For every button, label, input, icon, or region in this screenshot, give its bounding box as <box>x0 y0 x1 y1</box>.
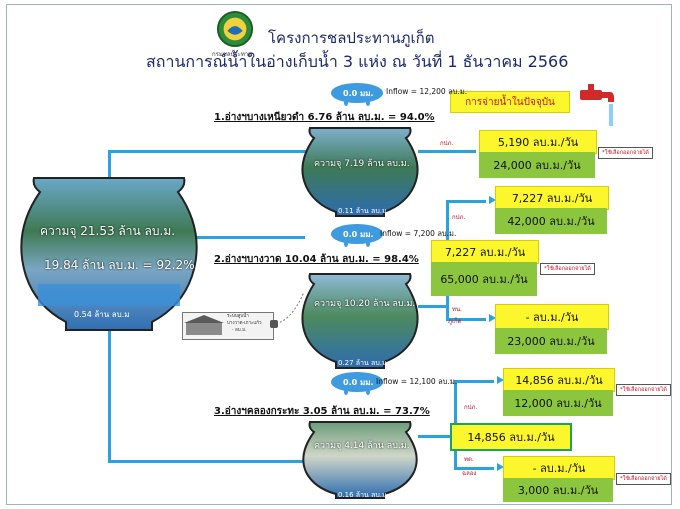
pipe-connector-icon <box>270 291 305 328</box>
r3-green-box-1: 12,000 ลบ.ม./วัน <box>503 390 613 416</box>
rain-cloud-icon <box>331 224 383 247</box>
r3-capacity: ความจุ 4.14 ล้าน ลบ.ม. <box>314 441 410 451</box>
r2-reservoir-pot <box>301 273 419 369</box>
main-bottom-label: 0.54 ล้าน ลบ.ม <box>74 310 130 319</box>
arrow-icon <box>489 196 496 204</box>
r2-rain: 0.0 มม. <box>343 230 374 239</box>
r2-capacity: ความจุ 10.20 ล้าน ลบ.ม. <box>314 299 416 309</box>
main-storage-label: 19.84 ล้าน ลบ.ม. = 92.2% <box>44 258 195 272</box>
r3-route2-label-a: ทต. <box>464 456 474 463</box>
r1-green-box: 24,000 ลบ.ม./วัน <box>479 152 595 178</box>
pump-building-icon <box>184 315 224 335</box>
r2-route2-label-b: ภูเก็ต <box>448 318 462 325</box>
r2-green-box-mid: 65,000 ลบ.ม./วัน <box>431 262 537 296</box>
arrow-icon <box>489 314 496 322</box>
current-release-label: การจ่ายน้ำในปัจจุบัน <box>450 91 570 113</box>
r2-badge: *ใช้เลือกออกจ่ายได้ <box>540 263 595 275</box>
r2-inflow: Inflow = 7,200 ลบ.ม. <box>380 229 457 238</box>
out-line-1 <box>418 150 476 153</box>
r2-green-box-2: 23,000 ลบ.ม./วัน <box>495 328 607 354</box>
plant-line2: บางวาด-เกาะแก้ว <box>227 321 262 326</box>
out-line-3 <box>418 435 456 438</box>
rain-cloud-icon <box>331 83 383 106</box>
r1-badge: *ใช้เลือกออกจ่ายได้ <box>598 147 653 159</box>
out-line-3b <box>454 467 494 470</box>
r2-route1-label: กปภ. <box>452 214 466 221</box>
r2-yellow-box-mid: 7,227 ลบ.ม./วัน <box>431 240 539 264</box>
water-tap-icon <box>580 84 614 126</box>
title-line2: สถานการณ์น้ำในอ่างเก็บน้ำ 3 แห่ง ณ วันที… <box>146 52 569 71</box>
r2-yellow-box-2: - ลบ.ม./วัน <box>495 304 609 330</box>
r3-route2-label-b: ฉลอง <box>462 470 477 477</box>
r3-badge-2: *ใช้เลือกออกจ่ายได้ <box>616 473 671 485</box>
r3-header: 3.อ่างฯคลองกระทะ 3.05 ล้าน ลบ.ม. = 73.7% <box>214 406 430 417</box>
title-line1: โครงการชลประทานภูเก็ต <box>268 29 435 47</box>
rain-cloud-icon <box>331 372 383 395</box>
r2-route2-label-a: ทน. <box>452 306 462 313</box>
org-caption: กรมชลประทาน <box>212 51 253 58</box>
arrow-icon <box>497 463 504 471</box>
r2-bottom: 0.27 ล้าน ลบ.ม <box>338 359 387 367</box>
plant-line1: ระบบสูบน้ำ <box>227 314 249 319</box>
rid-logo-icon <box>216 10 254 48</box>
r3-route1-label: กปภ. <box>464 404 478 411</box>
r3-bottom: 0.16 ล้าน ลบ.ม <box>338 491 387 499</box>
branch-line-2 <box>185 236 305 239</box>
r1-capacity: ความจุ 7.19 ล้าน ลบ.ม. <box>314 159 410 169</box>
branch-line-3 <box>108 460 308 463</box>
main-capacity-label: ความจุ 21.53 ล้าน ลบ.ม. <box>40 224 176 238</box>
out-line-2b <box>446 318 486 321</box>
out-line-2a <box>446 200 486 203</box>
branch-line-1 <box>108 150 306 153</box>
r2-green-box-1: 42,000 ลบ.ม./วัน <box>495 208 607 234</box>
r3-reservoir-pot <box>302 421 418 499</box>
r3-yellow-box-2: - ลบ.ม./วัน <box>503 456 615 480</box>
r1-route-label: กปภ. <box>440 140 454 147</box>
r2-yellow-box-1: 7,227 ลบ.ม./วัน <box>495 186 609 210</box>
r3-rain: 0.0 มม. <box>343 378 374 387</box>
r3-inflow: Inflow = 12,100 ลบ.ม. <box>376 377 458 386</box>
plant-line3: - ลบ.ม. <box>232 328 247 333</box>
r1-reservoir-pot <box>301 127 419 217</box>
main-reservoir-pot <box>20 177 198 331</box>
r3-green-box-2: 3,000 ลบ.ม./วัน <box>503 478 613 502</box>
r1-bottom: 0.11 ล้าน ลบ.ม <box>338 207 387 215</box>
r2-header: 2.อ่างฯบางวาด 10.04 ล้าน ลบ.ม. = 98.4% <box>214 254 419 265</box>
r3-badge-1: *ใช้เลือกออกจ่ายได้ <box>616 384 671 396</box>
r3-yellow-box-mid: 14,856 ลบ.ม./วัน <box>450 423 572 451</box>
r1-inflow: Inflow = 12,200 ลบ.ม. <box>386 87 468 96</box>
r1-header: 1.อ่างฯบางเหนียวดำ 6.76 ล้าน ลบ.ม. = 94.… <box>214 112 435 123</box>
r3-yellow-box-1: 14,856 ลบ.ม./วัน <box>503 368 615 392</box>
arrow-icon <box>497 376 504 384</box>
r1-yellow-box: 5,190 ลบ.ม./วัน <box>479 130 597 154</box>
out-line-2 <box>418 305 448 308</box>
out-line-3a <box>454 380 494 383</box>
r1-rain: 0.0 มม. <box>343 89 374 98</box>
